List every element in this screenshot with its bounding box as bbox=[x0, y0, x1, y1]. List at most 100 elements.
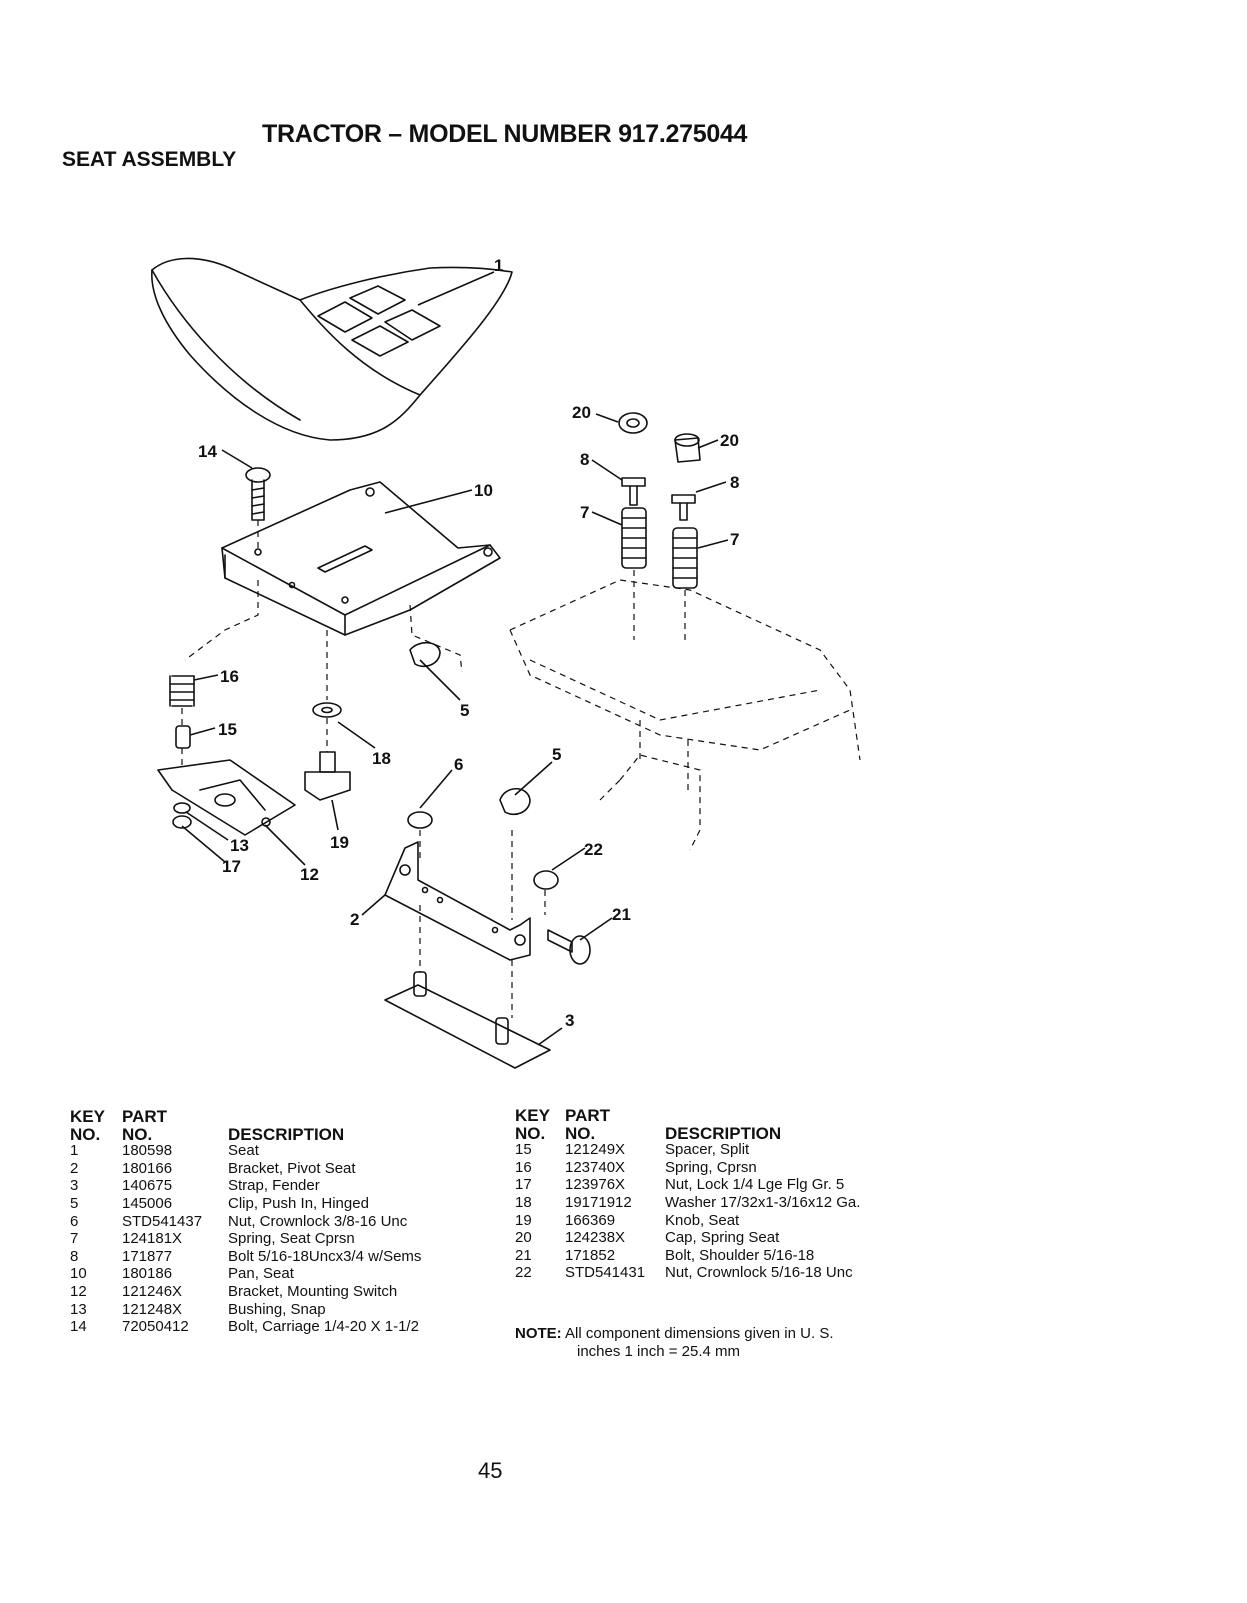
callout-2: 2 bbox=[350, 910, 359, 929]
part-description: Nut, Lock 1/4 Lge Flg Gr. 5 bbox=[665, 1176, 845, 1194]
callout-20-left: 20 bbox=[572, 403, 591, 422]
seat-spring-drawing bbox=[621, 507, 698, 589]
key-no: 13 bbox=[70, 1300, 87, 1318]
parts-list-row: 21 171852 Bolt, Shoulder 5/16-18 bbox=[515, 1247, 915, 1265]
part-description: Cap, Spring Seat bbox=[665, 1229, 780, 1247]
part-description: Clip, Push In, Hinged bbox=[228, 1194, 369, 1212]
note-line-1: All component dimensions given in U. S. bbox=[565, 1325, 834, 1342]
parts-list-row: 5 145006 Clip, Push In, Hinged bbox=[70, 1195, 470, 1213]
parts-list-row: 22 STD541431 Nut, Crownlock 5/16-18 Unc bbox=[515, 1264, 915, 1282]
header-key: KEY bbox=[515, 1106, 550, 1125]
part-no: STD541437 bbox=[122, 1212, 203, 1230]
callout-1: 1 bbox=[494, 256, 503, 275]
part-no: 180186 bbox=[122, 1265, 173, 1283]
part-no: 121248X bbox=[122, 1300, 183, 1318]
key-no: 3 bbox=[70, 1177, 79, 1195]
section-title: SEAT ASSEMBLY bbox=[62, 148, 237, 171]
part-no: 180598 bbox=[122, 1142, 173, 1160]
note-line-2: inches 1 inch = 25.4 mm bbox=[577, 1343, 741, 1360]
key-no: 10 bbox=[70, 1265, 87, 1283]
header-part-no: NO. bbox=[122, 1124, 153, 1144]
key-no: 19 bbox=[515, 1211, 532, 1229]
carriage-bolt-part-drawing bbox=[245, 467, 271, 521]
parts-list-row: 14 72050412 Bolt, Carriage 1/4-20 X 1-1/2 bbox=[70, 1318, 470, 1336]
callout-6: 6 bbox=[454, 755, 463, 774]
callout-13: 13 bbox=[230, 836, 249, 855]
part-no: 124238X bbox=[565, 1229, 626, 1247]
key-no: 14 bbox=[70, 1318, 87, 1336]
key-no: 5 bbox=[70, 1194, 79, 1212]
spring-16-part-drawing bbox=[169, 675, 195, 707]
part-description: Knob, Seat bbox=[665, 1211, 740, 1229]
part-description: Nut, Crownlock 3/8-16 Unc bbox=[228, 1212, 408, 1230]
callout-3: 3 bbox=[565, 1011, 574, 1030]
callout-16: 16 bbox=[220, 667, 239, 686]
key-no: 21 bbox=[515, 1246, 532, 1264]
part-no: 145006 bbox=[122, 1194, 173, 1212]
part-description: Nut, Crownlock 5/16-18 Unc bbox=[665, 1264, 853, 1282]
callout-7-left: 7 bbox=[580, 503, 589, 522]
callout-5-upper: 5 bbox=[460, 701, 469, 720]
key-no: 15 bbox=[515, 1141, 532, 1159]
callout-labels: 1 14 10 16 15 5 18 19 13 17 12 6 5 22 2 … bbox=[198, 256, 739, 1030]
parts-list-row: 2 180166 Bracket, Pivot Seat bbox=[70, 1160, 470, 1178]
parts-header-row-2: NO. NO. DESCRIPTION bbox=[515, 1123, 915, 1143]
part-description: Spring, Seat Cprsn bbox=[228, 1230, 355, 1248]
callout-14: 14 bbox=[198, 442, 217, 461]
part-description: Spring, Cprsn bbox=[665, 1158, 757, 1176]
part-no: 140675 bbox=[122, 1177, 173, 1195]
key-no: 2 bbox=[70, 1159, 79, 1177]
header-no: NO. bbox=[70, 1124, 101, 1144]
parts-list-row: 17 123976X Nut, Lock 1/4 Lge Flg Gr. 5 bbox=[515, 1176, 915, 1194]
key-no: 22 bbox=[515, 1264, 532, 1282]
header-key: KEY bbox=[70, 1107, 105, 1126]
fender-strap-part-drawing bbox=[384, 971, 551, 1069]
callout-8-left: 8 bbox=[580, 450, 589, 469]
part-no: 171852 bbox=[565, 1246, 616, 1264]
note-label: NOTE: bbox=[515, 1325, 562, 1342]
parts-header-row-1: KEY PART bbox=[515, 1106, 915, 1125]
seat-pan-part-drawing bbox=[221, 481, 501, 636]
header-description: DESCRIPTION bbox=[665, 1123, 782, 1143]
part-no: 124181X bbox=[122, 1230, 183, 1248]
part-no: STD541431 bbox=[565, 1264, 646, 1282]
callout-8-right: 8 bbox=[730, 473, 739, 492]
header-part: PART bbox=[122, 1107, 168, 1126]
callout-21: 21 bbox=[612, 905, 631, 924]
header-part-no: NO. bbox=[565, 1123, 596, 1143]
callout-15: 15 bbox=[218, 720, 237, 739]
part-no: 180166 bbox=[122, 1159, 173, 1177]
exploded-parts-diagram: 1 14 10 16 15 5 18 19 13 17 12 6 5 22 2 … bbox=[151, 256, 861, 1069]
callout-20-right: 20 bbox=[720, 431, 739, 450]
part-description: Washer 17/32x1-3/16x12 Ga. bbox=[665, 1193, 861, 1211]
part-no: 171877 bbox=[122, 1247, 173, 1265]
seat-part-drawing bbox=[151, 257, 513, 441]
seat-knob-part-drawing bbox=[304, 751, 351, 801]
part-description: Bolt, Carriage 1/4-20 X 1-1/2 bbox=[228, 1318, 419, 1336]
part-description: Spacer, Split bbox=[665, 1141, 750, 1159]
callout-5-lower: 5 bbox=[552, 745, 561, 764]
part-no: 123740X bbox=[565, 1158, 626, 1176]
callout-10: 10 bbox=[474, 481, 493, 500]
key-no: 17 bbox=[515, 1176, 532, 1194]
part-no: 72050412 bbox=[122, 1318, 189, 1336]
header-no: NO. bbox=[515, 1123, 546, 1143]
part-description: Bolt, Shoulder 5/16-18 bbox=[665, 1246, 815, 1264]
parts-header-row-1: KEY PART bbox=[70, 1107, 470, 1126]
part-no: 123976X bbox=[565, 1176, 626, 1194]
part-description: Bracket, Pivot Seat bbox=[228, 1159, 356, 1177]
callout-12: 12 bbox=[300, 865, 319, 884]
part-description: Seat bbox=[228, 1142, 259, 1160]
